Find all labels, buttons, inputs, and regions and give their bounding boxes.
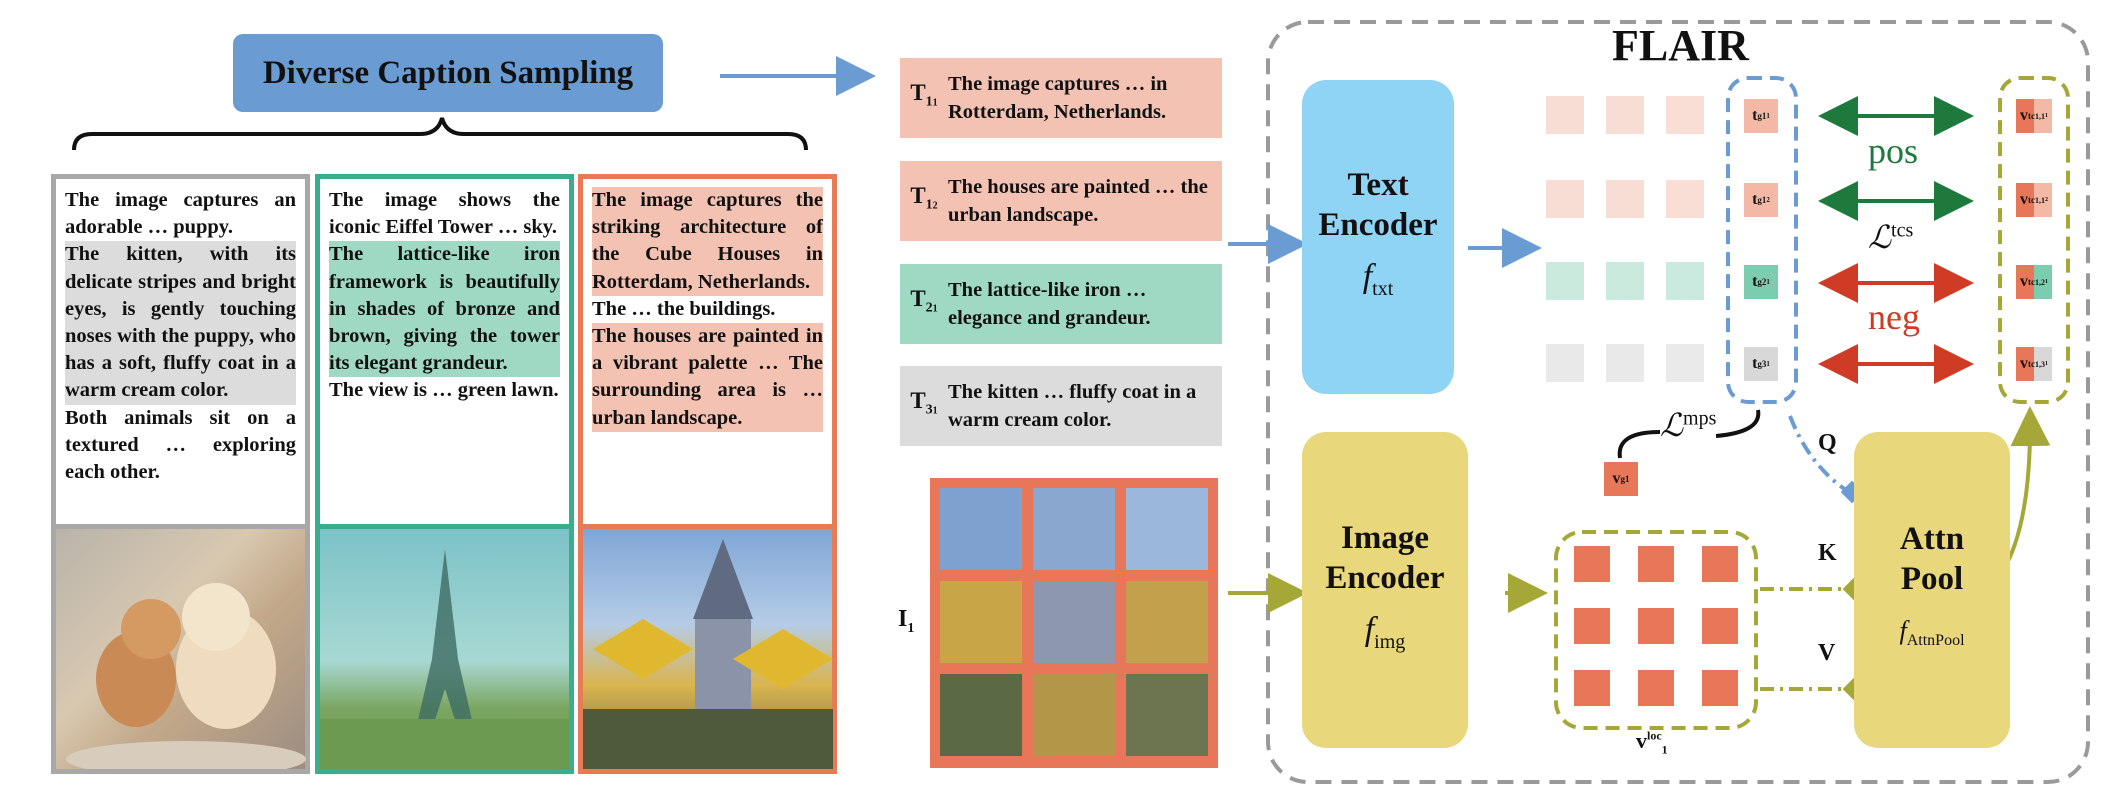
attn-pool: Attn Pool fAttnPool (1854, 432, 2010, 748)
diverse-caption-sampling-title: Diverse Caption Sampling (233, 34, 663, 112)
card-segment: The image shows the iconic Eiffel Tower … (329, 189, 560, 239)
cube-houses-illustration (583, 539, 833, 769)
image-encoder: Image Encoder fimg (1302, 432, 1468, 748)
caption-label: T12 (910, 182, 938, 213)
local-token-grid (1574, 546, 1738, 706)
image-input-grid (930, 478, 1218, 768)
attn-pool-label: Pool (1900, 560, 1964, 597)
caption-label: T11 (910, 79, 938, 110)
image-encoder-function: fimg (1364, 611, 1406, 653)
query-label: Q (1818, 430, 1837, 456)
local-token-group (1554, 530, 1758, 730)
caption-label: T31 (910, 387, 938, 418)
local-image-tokens (1574, 546, 1744, 721)
card-segment: The … the buildings. (592, 297, 776, 320)
card-segment: The lattice-like iron framework is beaut… (329, 241, 560, 378)
caption-card-cubes: The image captures the striking architec… (578, 174, 837, 774)
card-segment: The kitten, with its delicate stripes an… (65, 241, 296, 405)
tcs-loss: ℒtcs (1868, 219, 1914, 255)
card-text: The image captures the striking architec… (592, 187, 823, 432)
card-text: The image captures an adorable … puppy. … (65, 187, 296, 486)
kitten-and-puppy-photo (56, 524, 306, 777)
image-encoder-label: Image (1341, 520, 1429, 557)
caption-box-t21: T21 The lattice-like iron … elegance and… (900, 264, 1222, 344)
caption-box-t31: T31 The kitten … fluffy coat in a warm c… (900, 366, 1222, 446)
card-segment: The image captures the striking architec… (592, 187, 823, 296)
image-encoder-label: Encoder (1325, 560, 1445, 597)
image-patches (940, 488, 1208, 756)
pos-label: pos (1868, 131, 1919, 171)
caption-card-kitten: The image captures an adorable … puppy. … (51, 174, 310, 777)
caption-box-t11: T11 The image captures … in Rotterdam, N… (900, 58, 1222, 138)
caption-box-t12: T12 The houses are painted … the urban l… (900, 161, 1222, 241)
caption-text: The image captures … in Rotterdam, Nethe… (948, 73, 1168, 123)
neg-label: neg (1868, 297, 1920, 337)
mps-loss: ℒmps (1660, 407, 1717, 443)
text-encoder-function: ftxt (1362, 258, 1394, 300)
card-segment: The image captures an adorable … puppy. (65, 189, 296, 239)
attn-pool-function: fAttnPool (1899, 615, 1965, 650)
caption-text: The houses are painted … the urban lands… (948, 176, 1208, 226)
caption-text: The lattice-like iron … elegance and gra… (948, 279, 1151, 329)
card-segment: The view is … green lawn. (329, 379, 559, 402)
text-token-group (1726, 76, 1798, 404)
kitten-puppy-illustration (66, 583, 306, 777)
faded-token-grid (1546, 96, 1706, 391)
cube-houses-photo (583, 524, 833, 769)
caption-label: T21 (910, 285, 938, 316)
caption-text: The kitten … fluffy coat in a warm cream… (948, 381, 1197, 431)
text-encoder: Text Encoder ftxt (1302, 80, 1454, 394)
flair-frame (1266, 20, 2090, 784)
key-label: K (1818, 540, 1837, 566)
attn-pool-label: Attn (1899, 520, 1965, 557)
output-token-group (1998, 76, 2070, 404)
card-text: The image shows the iconic Eiffel Tower … (329, 187, 560, 405)
text-encoder-label: Encoder (1318, 207, 1438, 244)
value-label: V (1818, 640, 1836, 666)
card-segment: The houses are painted in a vibrant pale… (592, 323, 823, 432)
text-encoder-label: Text (1347, 167, 1409, 204)
image-input-label: I1 (898, 606, 915, 636)
caption-card-eiffel: The image shows the iconic Eiffel Tower … (315, 174, 574, 774)
local-token-label: vloc1 (1636, 728, 1668, 757)
card-segment: Both animals sit on a textured … explori… (65, 406, 296, 484)
flair-title: FLAIR (1612, 21, 1749, 70)
faded-tokens (1546, 96, 1704, 382)
eiffel-tower-illustration (320, 549, 570, 769)
eiffel-tower-photo (320, 524, 570, 769)
brace (72, 117, 808, 151)
